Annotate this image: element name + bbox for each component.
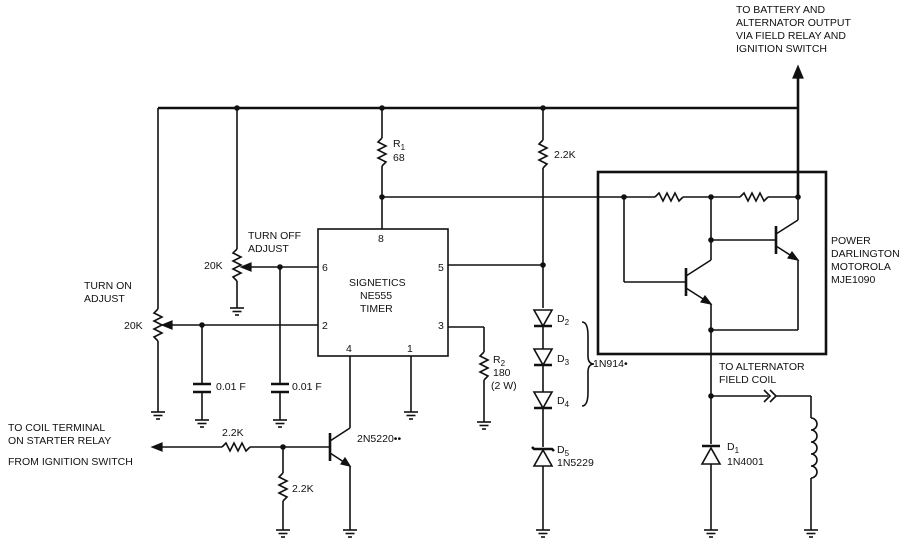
ic-name-1: SIGNETICS (349, 277, 406, 289)
d4-ref: D4 (557, 395, 570, 409)
diode-group-part: 1N914• (593, 358, 628, 370)
supply-label-line3: VIA FIELD RELAY AND (736, 30, 846, 42)
turn-off-label-1: TURN OFF (248, 230, 301, 242)
pin1-ground (403, 356, 419, 420)
coil-input-2: ON STARTER RELAY (8, 435, 111, 447)
field-label-1: TO ALTERNATOR (719, 361, 805, 373)
pin-8: 8 (378, 233, 384, 245)
turn-off-pot: TURN OFF ADJUST 20K (204, 108, 318, 316)
r1-ref: R1 (393, 138, 406, 152)
pin-4: 4 (346, 343, 352, 355)
r2-power: (2 W) (491, 380, 517, 392)
pin6-cap: 0.01 F (271, 267, 322, 428)
darlington-3: MOTOROLA (831, 261, 891, 273)
pin2-net: 0.01 F (193, 322, 318, 428)
coil-input: TO COIL TERMINAL ON STARTER RELAY FROM I… (8, 422, 330, 538)
turn-on-label-2: ADJUST (84, 293, 125, 305)
ic-name-2: NE555 (360, 290, 392, 302)
coil-input-3: FROM IGNITION SWITCH (8, 456, 133, 468)
r-base-value: 2.2K (222, 427, 244, 439)
field-label-2: FIELD COIL (719, 374, 776, 386)
r-pulldown-value: 2.2K (292, 483, 314, 495)
d5-ref: D5 (557, 444, 570, 458)
turn-on-value: 20K (124, 320, 143, 332)
d5-part: 1N5229 (557, 457, 594, 469)
r2-value: 180 (493, 367, 511, 379)
r1-value: 68 (393, 152, 405, 164)
pin-3: 3 (438, 320, 444, 332)
ne555-timer: SIGNETICS NE555 TIMER 8 6 5 2 3 4 1 (317, 228, 449, 357)
d3-ref: D3 (557, 353, 570, 367)
r2-ref: R2 (493, 354, 506, 368)
turn-on-label-1: TURN ON (84, 280, 132, 292)
supply-label-line4: IGNITION SWITCH (736, 43, 827, 55)
pin-2: 2 (322, 320, 328, 332)
diode-string: 2.2K D2 D3 D4 1N914• D5 1N5229 (531, 108, 628, 538)
top-rail (158, 76, 800, 196)
pin-6: 6 (322, 262, 328, 274)
c2-value: 0.01 F (292, 381, 322, 393)
supply-label: TO BATTERY AND ALTERNATOR OUTPUT VIA FIE… (736, 4, 852, 55)
d1-part: 1N4001 (727, 456, 764, 468)
d1-ref: D1 (727, 441, 740, 455)
turn-off-value: 20K (204, 260, 223, 272)
darlington-4: MJE1090 (831, 274, 876, 286)
transistor-2n5220: 2N5220•• (328, 356, 401, 538)
turn-off-label-2: ADJUST (248, 243, 289, 255)
supply-label-line1: TO BATTERY AND (736, 4, 825, 16)
field-coil-output: TO ALTERNATOR FIELD COIL (708, 330, 819, 538)
turn-on-pot: TURN ON ADJUST 20K (84, 108, 202, 420)
r-22k-top-value: 2.2K (554, 149, 576, 161)
darlington-2: DARLINGTON (831, 248, 900, 260)
d1-diode: D1 1N4001 (700, 441, 764, 538)
transistor-part: 2N5220•• (357, 433, 401, 445)
r2-resistor: R2 180 (2 W) (448, 326, 517, 430)
ic-name-3: TIMER (360, 303, 393, 315)
darlington-module: POWER DARLINGTON MOTOROLA MJE1090 (596, 170, 900, 356)
pin-5: 5 (438, 262, 444, 274)
c1-value: 0.01 F (216, 381, 246, 393)
pin-1: 1 (407, 343, 413, 355)
d2-ref: D2 (557, 313, 570, 327)
supply-label-line2: ALTERNATOR OUTPUT (736, 17, 852, 29)
coil-input-1: TO COIL TERMINAL (8, 422, 105, 434)
r1-resistor: R1 68 (376, 108, 406, 229)
darlington-1: POWER (831, 235, 871, 247)
